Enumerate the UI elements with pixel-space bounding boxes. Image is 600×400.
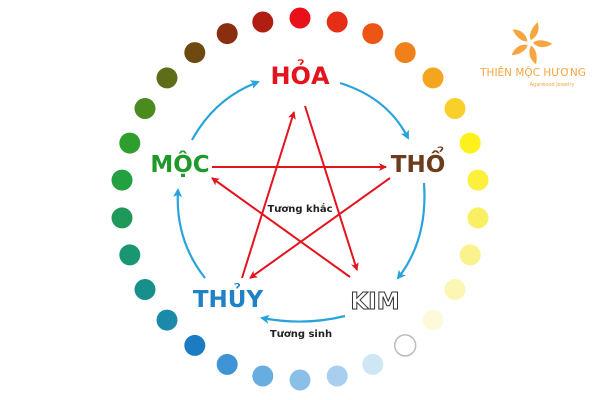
color-dot bbox=[156, 67, 178, 89]
generative-arrows bbox=[173, 80, 426, 324]
arrow-kim-to-moc bbox=[211, 177, 351, 278]
label-tuong-khac: Tương khắc bbox=[267, 202, 332, 215]
flower-petal bbox=[530, 22, 539, 41]
color-dot bbox=[252, 365, 274, 387]
color-dot bbox=[184, 334, 206, 356]
color-dot bbox=[467, 207, 489, 229]
arrow-kim-to-thuy bbox=[260, 314, 346, 324]
color-dot bbox=[216, 353, 238, 375]
flower-petal bbox=[529, 45, 537, 65]
color-dot bbox=[111, 207, 133, 229]
color-dot bbox=[362, 353, 384, 375]
arrow-tho-to-thuy bbox=[249, 177, 391, 279]
label-moc: MỘC bbox=[150, 150, 209, 178]
color-dot bbox=[422, 309, 444, 331]
label-kim: KIM bbox=[350, 289, 399, 315]
color-dot bbox=[326, 365, 348, 387]
color-dot bbox=[444, 98, 466, 119]
color-dot bbox=[362, 23, 384, 45]
logo-tagline: Agarwood Jewelry bbox=[530, 82, 575, 88]
color-dot bbox=[459, 244, 481, 266]
arrow-tho-to-kim bbox=[396, 182, 426, 280]
label-hoa: HỎA bbox=[270, 57, 329, 90]
color-dot bbox=[119, 132, 141, 154]
color-dot bbox=[422, 67, 444, 89]
color-dot bbox=[156, 309, 178, 331]
brand-logo: THIÊN MỘC HƯƠNG Agarwood Jewelry bbox=[479, 22, 586, 88]
color-dot bbox=[134, 279, 156, 300]
label-tuong-sinh: Tương sinh bbox=[270, 329, 332, 340]
color-dot bbox=[289, 7, 311, 29]
arrow-moc-to-hoa bbox=[191, 80, 260, 141]
flower-logo-icon bbox=[511, 22, 553, 65]
color-dot bbox=[216, 23, 238, 45]
color-dot bbox=[326, 11, 348, 33]
logo-name: THIÊN MỘC HƯƠNG bbox=[479, 66, 586, 79]
color-dot bbox=[134, 98, 156, 119]
label-thuy: THỦY bbox=[193, 283, 264, 313]
color-dot bbox=[184, 42, 206, 64]
color-dot bbox=[467, 169, 489, 191]
flower-petal bbox=[532, 40, 553, 48]
color-dot bbox=[444, 279, 466, 300]
arrow-thuy-to-hoa bbox=[241, 111, 296, 279]
flower-petal bbox=[511, 44, 528, 56]
color-dot bbox=[119, 244, 141, 266]
label-tho: THỔ bbox=[391, 146, 446, 178]
flower-petal bbox=[512, 29, 528, 42]
color-dot bbox=[289, 369, 311, 391]
color-dot-ring bbox=[111, 7, 489, 391]
arrow-hoa-to-kim bbox=[304, 105, 359, 271]
color-dot bbox=[393, 334, 417, 357]
color-dot bbox=[252, 11, 274, 33]
color-dot bbox=[394, 42, 416, 64]
color-dot bbox=[111, 169, 133, 191]
destructive-arrows bbox=[211, 105, 391, 279]
color-dot bbox=[459, 132, 481, 154]
arrow-hoa-to-tho bbox=[339, 81, 409, 140]
arrow-thuy-to-moc bbox=[173, 188, 206, 279]
